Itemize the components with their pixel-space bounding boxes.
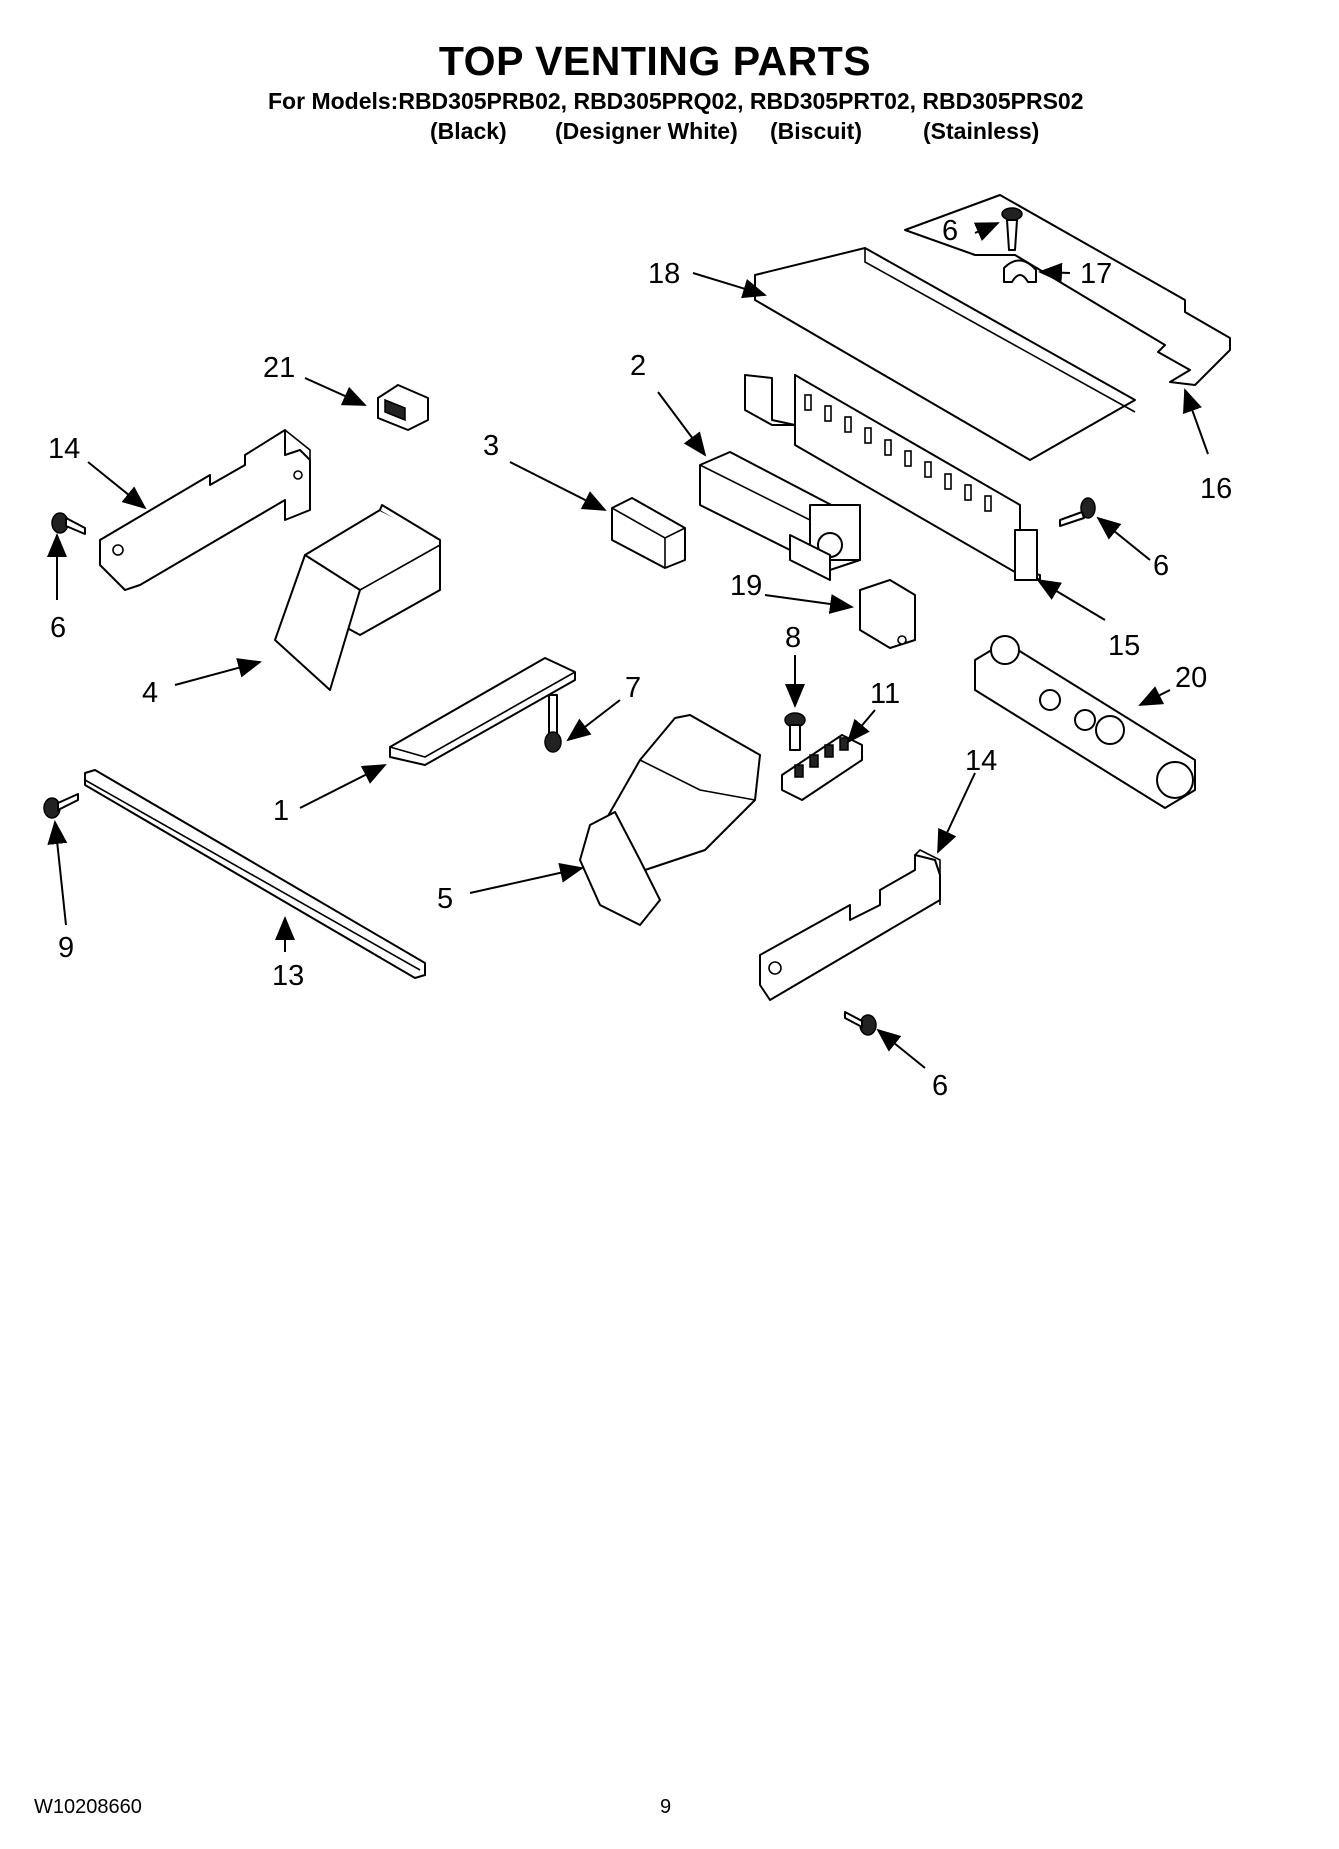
part-9-screw bbox=[43, 793, 79, 819]
page-number: 9 bbox=[660, 1796, 672, 1818]
callout-6-right: 6 bbox=[1153, 550, 1169, 582]
callout-16: 16 bbox=[1200, 473, 1232, 505]
callout-2: 2 bbox=[630, 350, 646, 382]
part-11-terminal-block bbox=[781, 734, 863, 801]
part-6-screw-right bbox=[1059, 497, 1096, 527]
leader-lines bbox=[47, 222, 1209, 1069]
part-15-vent-bracket bbox=[744, 374, 1041, 581]
part-20-harness bbox=[974, 635, 1196, 809]
callout-14-left: 14 bbox=[48, 433, 80, 465]
part-14-bracket-right bbox=[759, 849, 941, 1001]
callout-13: 13 bbox=[272, 960, 304, 992]
variant-black: (Black) bbox=[430, 118, 507, 144]
part-6-screw-bottom bbox=[844, 1011, 877, 1036]
part-17-clip bbox=[1003, 259, 1037, 283]
callout-5: 5 bbox=[437, 883, 453, 915]
callout-15: 15 bbox=[1108, 630, 1140, 662]
vent-slots bbox=[804, 394, 992, 512]
part-1-channel bbox=[389, 657, 576, 766]
part-5-tray bbox=[579, 714, 761, 926]
model-list: For Models:RBD305PRB02, RBD305PRQ02, RBD… bbox=[268, 88, 1084, 114]
callout-14-right: 14 bbox=[965, 745, 997, 777]
part-6-screw-top bbox=[1001, 207, 1023, 251]
variant-biscuit: (Biscuit) bbox=[770, 118, 862, 144]
callout-7: 7 bbox=[625, 672, 641, 704]
document-code: W10208660 bbox=[34, 1796, 142, 1818]
page-title: TOP VENTING PARTS bbox=[438, 38, 872, 84]
callout-3: 3 bbox=[483, 430, 499, 462]
part-13-rail bbox=[84, 769, 426, 979]
callout-4: 4 bbox=[142, 677, 158, 709]
part-7-screw bbox=[544, 694, 562, 753]
part-14-bracket-left bbox=[99, 429, 311, 591]
part-19-plate bbox=[859, 579, 916, 649]
part-8-screw bbox=[784, 712, 806, 751]
callout-21: 21 bbox=[263, 352, 295, 384]
callout-1: 1 bbox=[273, 795, 289, 827]
callout-17: 17 bbox=[1080, 258, 1112, 290]
part-2-latch-assembly bbox=[699, 451, 861, 581]
part-21-component bbox=[377, 384, 429, 431]
callout-18: 18 bbox=[648, 258, 680, 290]
callout-9: 9 bbox=[58, 932, 74, 964]
variant-designer-white: (Designer White) bbox=[555, 118, 738, 144]
callout-20: 20 bbox=[1175, 662, 1207, 694]
callout-labels: 18 6 17 16 21 2 3 14 6 6 15 19 4 8 11 7 … bbox=[48, 215, 1232, 1102]
variant-stainless: (Stainless) bbox=[923, 118, 1040, 144]
callout-11: 11 bbox=[870, 678, 900, 710]
part-4-duct bbox=[274, 504, 441, 691]
callout-8: 8 bbox=[785, 622, 801, 654]
callout-6-top: 6 bbox=[942, 215, 958, 247]
part-6-screw-left bbox=[51, 512, 86, 535]
callout-6-bottom: 6 bbox=[932, 1070, 948, 1102]
callout-19: 19 bbox=[730, 570, 762, 602]
part-3-block bbox=[611, 497, 686, 569]
callout-6-left: 6 bbox=[50, 612, 66, 644]
